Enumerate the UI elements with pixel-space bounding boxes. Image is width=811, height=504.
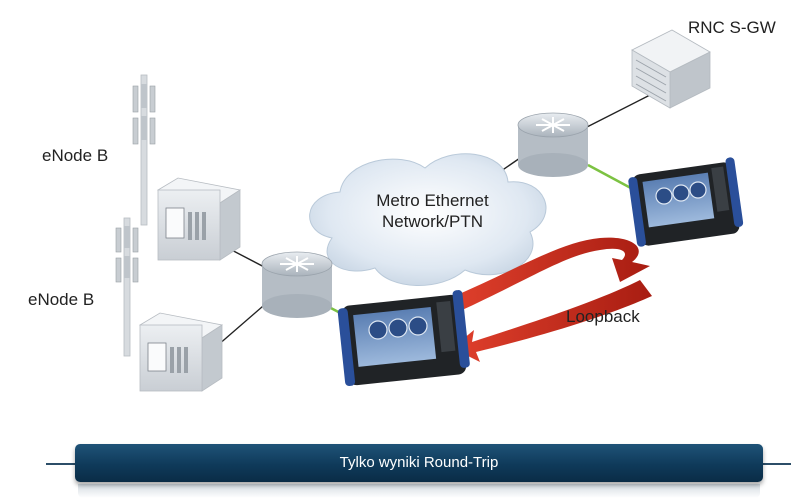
cloud-label: Metro Ethernet Network/PTN	[345, 190, 520, 232]
test-device-right	[628, 157, 744, 247]
base-station-cabinet-bottom	[138, 312, 224, 392]
cell-tower-top	[132, 74, 156, 226]
test-device-left	[337, 290, 470, 386]
banner-text: Tylko wyniki Round-Trip	[339, 454, 499, 471]
metro-ethernet-cloud	[309, 153, 547, 286]
loopback-label: Loopback	[566, 307, 640, 326]
rnc-server-rack	[631, 29, 711, 109]
router-right	[517, 112, 589, 177]
cloud-label-line2: Network/PTN	[381, 212, 484, 231]
results-banner: Tylko wyniki Round-Trip	[75, 444, 763, 482]
enodeb-top-label: eNode B	[42, 146, 109, 165]
banner-reflection	[78, 484, 760, 498]
router-left	[261, 251, 333, 318]
enodeb-bottom-label: eNode B	[28, 290, 95, 309]
cell-tower-bottom	[115, 217, 139, 357]
rnc-sgw-label: RNC S-GW	[688, 18, 776, 37]
loopback-arrows	[450, 237, 652, 362]
cloud-label-line1: Metro Ethernet	[376, 191, 489, 210]
base-station-cabinet-top	[156, 177, 242, 261]
